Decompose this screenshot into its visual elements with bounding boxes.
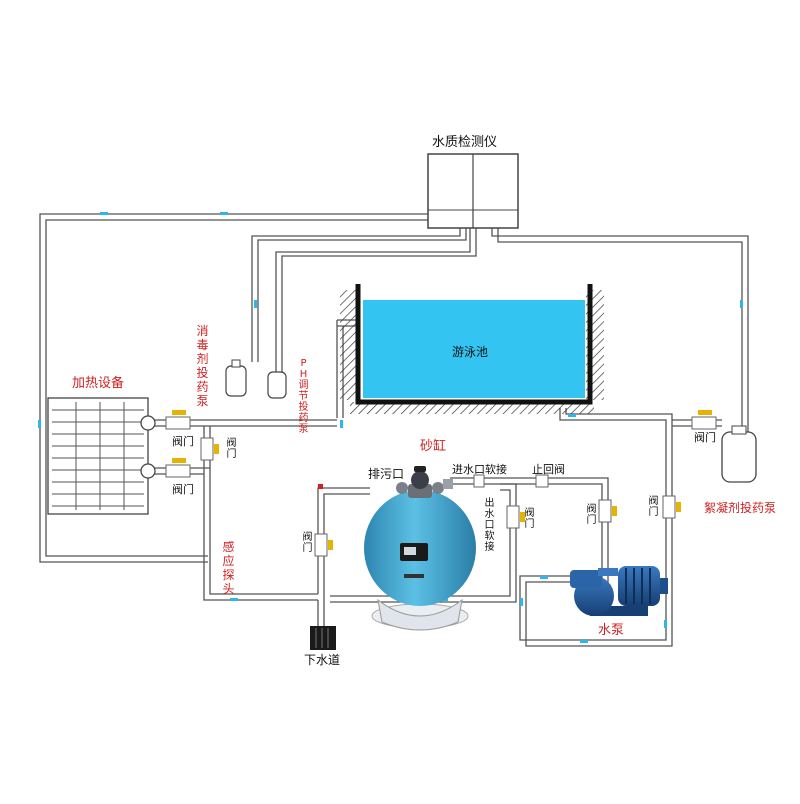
valve-heater-bottom [165, 458, 191, 478]
label-disinfectant-pump: 消毒剂投药泵 [196, 324, 209, 408]
pipe-to-flocculant-a [491, 228, 749, 436]
valve-heater-top [165, 410, 191, 430]
label-water-quality-monitor: 水质检测仪 [432, 135, 498, 150]
label-heater: 加热设备 [72, 376, 125, 391]
label-inlet-hose: 进水口软接 [452, 463, 507, 476]
pipe-to-ph-a [275, 228, 471, 372]
pipe-pool-outlet-a [519, 408, 667, 641]
label-valve-flocculant: 阀门 [694, 431, 716, 444]
valve-right-vertical [662, 495, 681, 519]
pump-strainer [570, 570, 602, 588]
check-valve [535, 474, 549, 488]
valves [165, 410, 717, 557]
label-ph-pump: PH调节投药泵 [298, 358, 309, 435]
flocculant-pump-bottle [721, 425, 757, 483]
label-drain-valve: 排污口 [368, 467, 405, 481]
label-valve-right: 阀门 [648, 496, 659, 518]
water-pump [570, 566, 668, 616]
label-valve-heater-bottom: 阀门 [172, 483, 194, 496]
pipe-to-disinfectant-b [257, 228, 467, 362]
label-outlet-hose: 出水口软接 [484, 498, 495, 553]
pool-water [363, 300, 585, 398]
pipe-monitor-loop-outer [39, 213, 428, 563]
valve-flocculant [691, 410, 717, 430]
label-valve-sewer: 阀门 [302, 532, 313, 554]
sewer [310, 626, 336, 650]
label-valve-pump-inlet: 阀门 [586, 504, 597, 526]
heater [47, 397, 156, 515]
label-water-pump: 水泵 [598, 623, 625, 638]
disinfectant-pump-bottle [225, 359, 247, 397]
ph-pump-bottle [267, 371, 287, 399]
pool-structure [340, 284, 604, 414]
pipe-filter-inlet-a [450, 477, 609, 590]
valve-vertical-left [200, 437, 219, 461]
label-sewer: 下水道 [304, 653, 341, 667]
label-sensor-probe: 感应探头 [222, 540, 235, 596]
sand-filter [364, 466, 476, 631]
label-check-valve: 止回阀 [532, 463, 565, 476]
drain-marker [318, 484, 323, 489]
pipe-to-flocculant-b [497, 228, 743, 436]
label-flocculant-pump: 絮凝剂投药泵 [704, 501, 777, 515]
multiport-valve [408, 484, 432, 498]
water-quality-monitor [427, 153, 519, 229]
label-valve-heater-top: 阀门 [172, 435, 194, 448]
label-valve-left-vertical: 阀门 [226, 438, 237, 460]
label-pool: 游泳池 [452, 345, 489, 359]
pipe-monitor-loop-inner [45, 219, 428, 557]
label-sand-filter: 砂缸 [420, 439, 447, 454]
label-valve-filter-outlet: 阀门 [524, 508, 535, 530]
pipe-to-disinfectant-a [251, 228, 461, 362]
pump-motor [618, 566, 660, 606]
valve-sewer-line [314, 533, 333, 557]
inlet-hose-joint [473, 474, 485, 488]
pipe-to-ph-b [281, 228, 477, 372]
pipe-probe-line-a [203, 426, 318, 601]
valve-pump-inlet [598, 499, 617, 523]
valve-filter-outlet [506, 505, 525, 529]
